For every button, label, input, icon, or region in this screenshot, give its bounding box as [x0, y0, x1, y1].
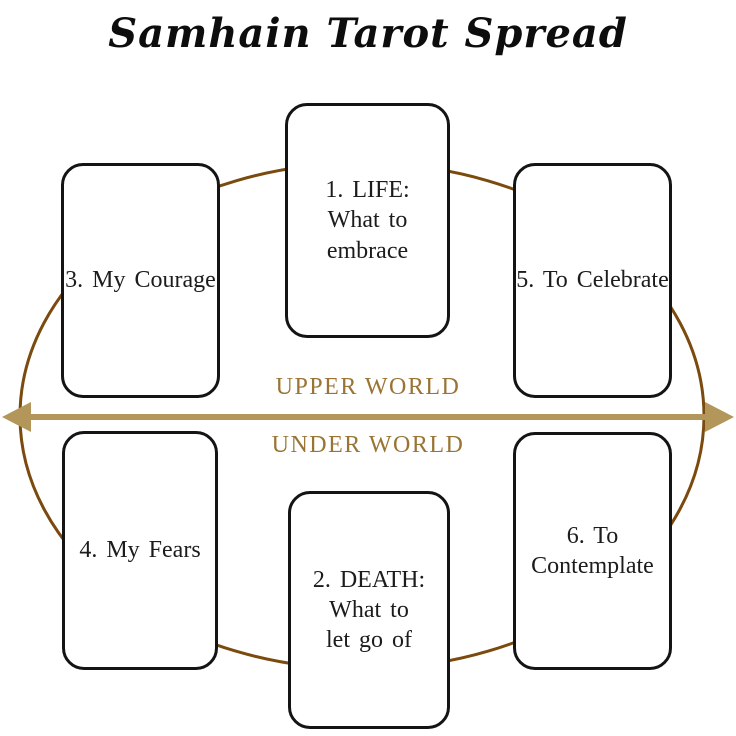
card-label-line: embrace — [326, 237, 409, 264]
card-5-to-celebrate: 5. To Celebrate — [513, 163, 672, 398]
card-label-line: 4. My Fears — [79, 537, 201, 564]
card-4-my-fears: 4. My Fears — [62, 431, 218, 670]
axis-arrow-right-head — [705, 402, 734, 432]
card-label-line: 2. DEATH: — [312, 566, 426, 593]
card-label-line: 1. LIFE: — [325, 177, 410, 204]
card-label-line: 6. To — [566, 522, 619, 549]
under-world-label: UNDER WORLD — [272, 432, 465, 458]
card-label-line: 3. My Courage — [65, 267, 216, 294]
card-label-line: What to — [327, 207, 408, 234]
upper-world-label: UPPER WORLD — [276, 374, 461, 400]
card-2-death: 2. DEATH: What to let go of — [288, 491, 450, 729]
card-1-life: 1. LIFE: What to embrace — [285, 103, 450, 338]
card-label-line: Contemplate — [531, 553, 654, 579]
card-label-line: let go of — [326, 627, 412, 654]
card-label-line: What to — [329, 596, 409, 623]
card-6-to-contemplate: 6. To Contemplate — [513, 432, 672, 670]
card-3-my-courage: 3. My Courage — [61, 163, 220, 398]
card-label-line: 5. To Celebrate — [516, 267, 669, 294]
page-title: Samhain Tarot Spread — [108, 10, 628, 57]
axis-arrow-left-head — [2, 402, 31, 432]
